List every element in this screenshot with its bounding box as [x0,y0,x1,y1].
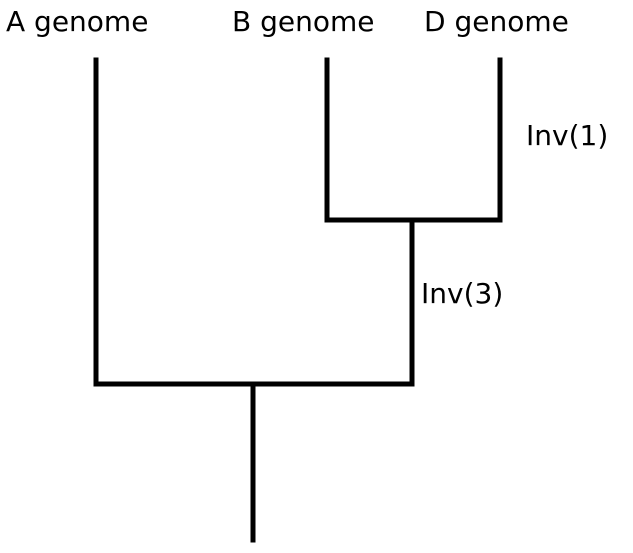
leaf-label-d-genome: D genome [424,5,569,38]
leaf-label-a-genome: A genome [6,5,149,38]
annotation-inv-1: Inv(1) [526,119,609,152]
annotation-inv-3: Inv(3) [421,277,504,310]
leaf-label-b-genome: B genome [232,5,375,38]
